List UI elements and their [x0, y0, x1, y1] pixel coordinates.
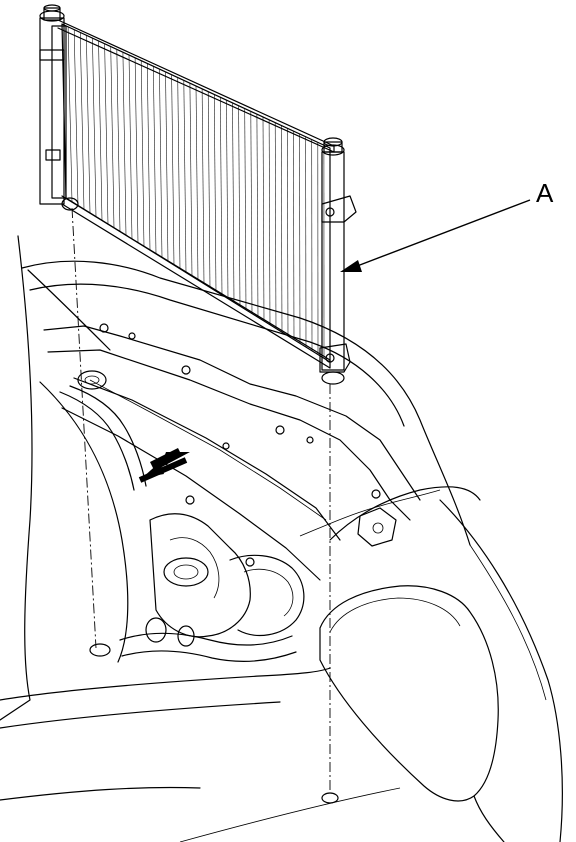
- upper-body-line: [21, 260, 471, 546]
- radiator-support: [43, 325, 421, 501]
- left-fender: [0, 235, 33, 721]
- left-fender-edge: [27, 269, 111, 351]
- engine-cap-inner: [173, 564, 199, 580]
- bolt-8: [222, 442, 230, 450]
- engine-bay-cover-inner: [169, 537, 220, 599]
- headlight: [319, 585, 499, 802]
- right-bolt: [371, 489, 381, 499]
- hose-upper: [59, 391, 135, 491]
- bolt-2: [275, 425, 285, 435]
- front-bumper: [0, 667, 331, 701]
- alignment-line-left: [71, 207, 97, 649]
- right-bracket: [357, 507, 397, 547]
- radiator-top-edge: [73, 377, 341, 541]
- condenser-right-tank: [319, 137, 357, 385]
- lower-grommet-right: [321, 792, 339, 804]
- bolt-6: [185, 495, 195, 505]
- radiator-bottom-edge: [61, 407, 321, 581]
- hose-upper-2: [69, 385, 147, 487]
- right-trim: [329, 486, 481, 541]
- radiator-support-lower: [47, 349, 411, 521]
- hose-clamp-2: [177, 625, 195, 647]
- bolt-4: [99, 323, 109, 333]
- callout-a-leader: [340, 199, 531, 272]
- bolt-5: [128, 332, 136, 340]
- vehicle-front-end: [0, 235, 563, 842]
- hose-clamp: [145, 617, 167, 643]
- callout-label-a: A: [536, 178, 554, 208]
- bolt-7: [245, 557, 255, 567]
- condenser-left-tank: [39, 4, 79, 211]
- fan-shroud-inner: [243, 568, 294, 617]
- alignment-lines: [71, 207, 331, 792]
- headlight-inner: [329, 597, 461, 633]
- right-bracket-hole: [372, 522, 384, 534]
- condenser-core: [61, 23, 331, 363]
- fender-right: [439, 499, 563, 842]
- engine-cap: [163, 557, 209, 587]
- lower-hose-2: [121, 650, 297, 662]
- engine-bay-cover: [149, 513, 251, 638]
- condenser: [39, 4, 357, 385]
- bolt-1: [181, 365, 191, 375]
- fender-right-2: [469, 544, 547, 701]
- radiator-rear-edge: [89, 379, 327, 521]
- condenser-top-rail: [57, 19, 335, 153]
- lower-grommet-left: [89, 643, 111, 657]
- upper-mount-left: [77, 370, 107, 390]
- left-fender-inner: [39, 381, 129, 663]
- bumper-bottom: [0, 786, 201, 801]
- ground-line: [179, 787, 401, 842]
- upper-mount-left-inner: [84, 375, 100, 385]
- fan-shroud: [229, 554, 305, 637]
- front-bumper-lower: [0, 701, 281, 729]
- wheel-arch: [473, 795, 505, 842]
- removal-direction-arrow: [138, 448, 190, 483]
- right-wire: [299, 489, 441, 537]
- condenser-fins: [67, 26, 325, 359]
- bolt-3: [306, 436, 314, 444]
